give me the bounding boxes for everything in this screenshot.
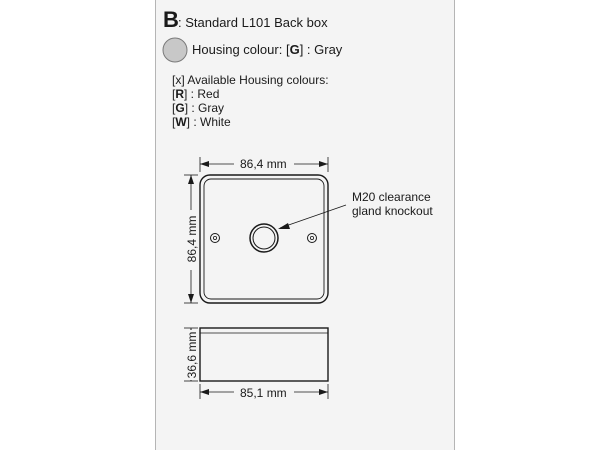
top-height-label: 86,4 mm	[185, 216, 199, 263]
side-view-box	[199, 327, 329, 382]
housing-color-swatch	[162, 37, 188, 63]
left-screw-hole	[210, 233, 220, 243]
callout-label-line1: M20 clearance	[352, 190, 431, 204]
colour-option-red: [R] : Red	[172, 87, 220, 101]
side-height-label: 36,6 mm	[185, 332, 199, 379]
callout-arrow	[278, 204, 347, 229]
housing-colour-code: G	[289, 42, 300, 57]
available-colours-title: [x] Available Housing colours:	[172, 73, 329, 87]
top-width-label: 86,4 mm	[240, 157, 287, 171]
colour-option-gray: [G] : Gray	[172, 101, 225, 115]
housing-colour-label: Housing colour: [G] : Gray	[192, 42, 343, 57]
section-letter: B	[163, 7, 179, 32]
product-title: : Standard L101 Back box	[178, 15, 328, 30]
knockout-circle	[249, 223, 279, 253]
top-view-box	[199, 174, 329, 304]
diagram-canvas: 86,4 mm 36,6 mm	[162, 37, 347, 399]
side-width-label: 85,1 mm	[240, 386, 287, 400]
spec-panel: B : Standard L101 Back box	[155, 0, 455, 450]
colour-option-white: [W] : White	[172, 115, 231, 129]
callout-label-line2: gland knockout	[352, 204, 433, 218]
right-screw-hole	[307, 233, 317, 243]
